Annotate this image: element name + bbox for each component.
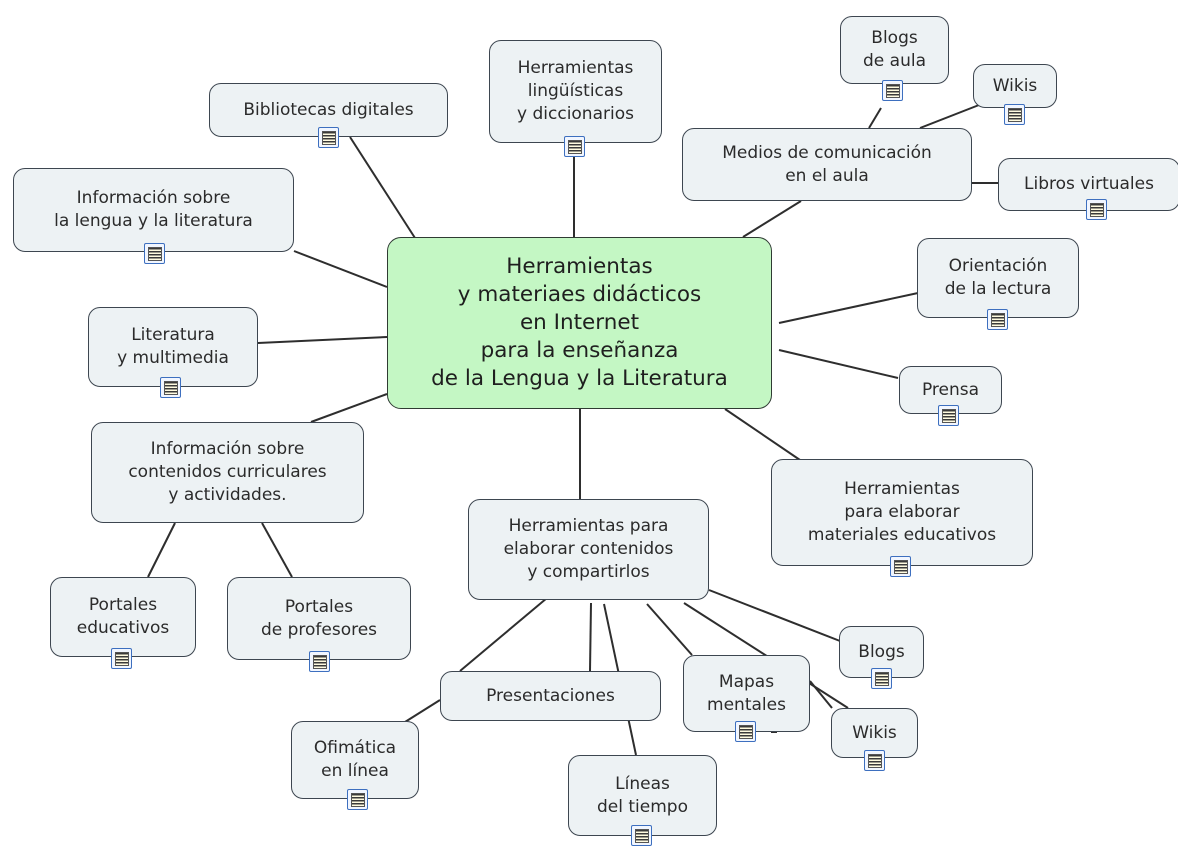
document-link-icon[interactable]: [160, 377, 181, 398]
connector-line: [708, 589, 841, 642]
connector-line: [778, 292, 919, 324]
node-label: Wikis: [992, 75, 1038, 96]
connector-line: [724, 408, 801, 461]
document-link-icon[interactable]: [111, 648, 132, 669]
node-label: Prensa: [921, 379, 980, 400]
document-link-icon[interactable]: [309, 651, 330, 672]
document-link-icon[interactable]: [347, 789, 368, 810]
connector-line: [147, 522, 176, 578]
document-link-icon[interactable]: [735, 721, 756, 742]
node-label: Wikis: [852, 722, 897, 743]
document-link-icon[interactable]: [318, 127, 339, 148]
document-link-icon[interactable]: [938, 405, 959, 426]
node-label: Blogs: [858, 641, 905, 662]
connector-line: [310, 393, 388, 423]
connector-line: [778, 349, 899, 379]
node-label: Presentaciones: [486, 685, 615, 706]
connector-line: [261, 522, 293, 578]
node-wikis-top[interactable]: Wikis: [973, 64, 1057, 108]
node-label: Bibliotecas digitales: [243, 99, 414, 120]
node-presentaciones[interactable]: Presentaciones: [440, 671, 661, 721]
connector-line: [293, 250, 388, 288]
connector-line: [589, 602, 592, 672]
node-bibliotecas-digitales[interactable]: Bibliotecas digitales: [209, 83, 448, 137]
document-link-icon[interactable]: [890, 556, 911, 577]
connector-line: [919, 104, 980, 129]
document-link-icon[interactable]: [144, 243, 165, 264]
connector-line: [257, 336, 388, 344]
document-link-icon[interactable]: [1086, 199, 1107, 220]
connector-line: [809, 680, 833, 709]
document-link-icon[interactable]: [1004, 104, 1025, 125]
document-link-icon[interactable]: [631, 825, 652, 846]
connector-line: [646, 603, 693, 656]
connector-line: [459, 597, 548, 672]
connector-line: [868, 107, 882, 129]
node-wikis-bottom[interactable]: Wikis: [831, 708, 918, 758]
document-link-icon[interactable]: [864, 750, 885, 771]
connector-line: [404, 699, 441, 723]
connector-line: [349, 136, 416, 239]
document-link-icon[interactable]: [564, 136, 585, 157]
connector-line: [742, 200, 802, 238]
document-link-icon[interactable]: [987, 309, 1008, 330]
document-link-icon[interactable]: [871, 668, 892, 689]
document-link-icon[interactable]: [882, 80, 903, 101]
node-label: Libros virtuales: [1024, 174, 1154, 194]
